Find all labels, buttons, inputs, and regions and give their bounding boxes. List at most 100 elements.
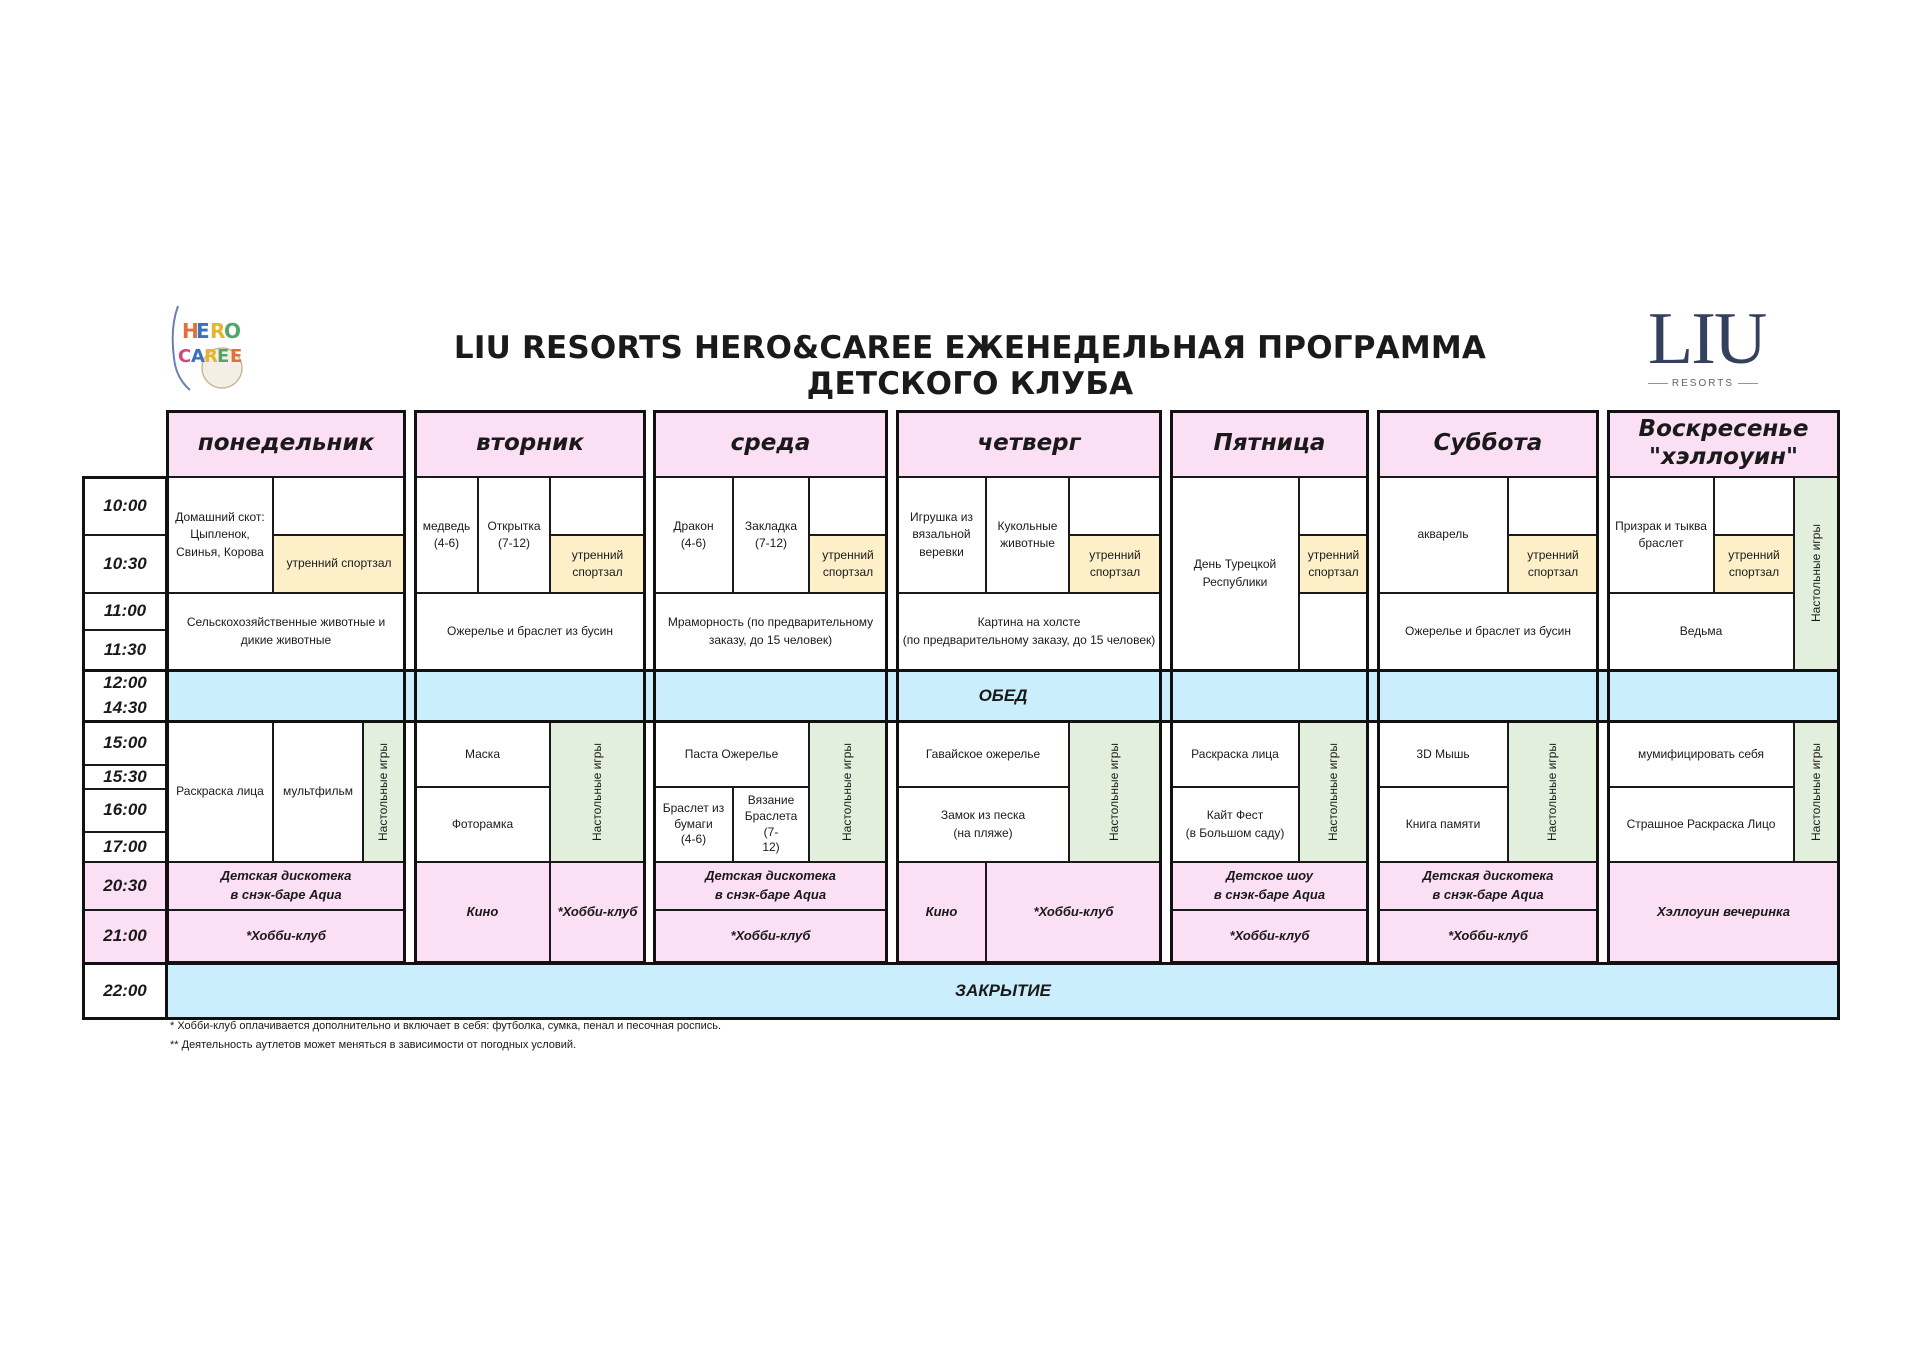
activity-cell: Ожерелье и браслет из бусин: [415, 593, 645, 670]
hobby-club-cell: *Хобби-клуб: [1171, 910, 1368, 963]
disco-cell: Детская дискотека в снэк-баре Aqua: [167, 862, 405, 910]
time-label: 14:30: [83, 696, 167, 722]
empty-cell: [1508, 477, 1598, 535]
activity-cell: День Турецкой Республики: [1171, 477, 1299, 670]
time-label: 10:30: [83, 535, 167, 593]
empty-cell: [273, 477, 405, 535]
activity-cell: Страшное Раскраска Лицо: [1608, 787, 1794, 862]
day-header-tuesday: вторник: [415, 411, 645, 477]
day-header-wednesday: среда: [654, 411, 887, 477]
divider: [1738, 383, 1758, 384]
activity-cell: Гавайское ожерелье: [897, 722, 1069, 787]
hero-caree-logo: H E R O C A R E E: [160, 298, 255, 398]
time-label: 12:00: [83, 670, 167, 696]
board-games-label: Настольные игры: [1808, 742, 1823, 841]
disco-cell: Детская дискотека в снэк-баре Aqua: [1378, 862, 1598, 910]
hobby-club-cell: *Хобби-клуб: [986, 862, 1161, 963]
morning-gym-cell: утренний спортзал: [550, 535, 645, 593]
day-header-friday: Пятница: [1171, 411, 1368, 477]
board-games-cell: Настольные игры: [1794, 722, 1839, 862]
empty-cell: [1299, 593, 1368, 670]
morning-gym-cell: утренний спортзал: [1299, 535, 1368, 593]
time-label: 21:00: [83, 910, 167, 963]
activity-cell: Книга памяти: [1378, 787, 1508, 862]
board-games-label: Настольные игры: [1325, 742, 1340, 841]
activity-cell: мультфильм: [273, 722, 363, 862]
board-games-cell: Настольные игры: [809, 722, 887, 862]
svg-text:C: C: [178, 346, 191, 367]
empty-cell: [1714, 477, 1794, 535]
svg-text:R: R: [204, 346, 218, 367]
morning-gym-cell: утренний спортзал: [1714, 535, 1794, 593]
activity-cell: мумифицировать себя: [1608, 722, 1794, 787]
morning-gym-cell: утренний спортзал: [809, 535, 887, 593]
board-games-cell: Настольные игры: [1508, 722, 1598, 862]
lunch-band: ОБЕД: [167, 670, 1839, 722]
cinema-cell: Кино: [897, 862, 986, 963]
empty-cell: [1069, 477, 1161, 535]
activity-cell: Кайт Фест (в Большом саду): [1171, 787, 1299, 862]
activity-cell: Игрушка из вязальной веревки: [897, 477, 986, 593]
board-games-cell: Настольные игры: [550, 722, 645, 862]
day-header-saturday: Суббота: [1378, 411, 1598, 477]
activity-cell: Домашний скот: Цыпленок, Свинья, Корова: [167, 477, 273, 593]
cinema-cell: Кино: [415, 862, 550, 963]
footnote: * Хобби-клуб оплачивается дополнительно …: [170, 1020, 722, 1032]
svg-text:A: A: [191, 346, 205, 367]
liu-resorts-logo: LIU RESORTS: [1648, 298, 1767, 400]
time-label: 16:00: [83, 789, 167, 832]
activity-cell: Сельскохозяйственные животные и дикие жи…: [167, 593, 405, 670]
hobby-club-cell: *Хобби-клуб: [167, 910, 405, 963]
activity-cell: Дракон (4-6): [654, 477, 733, 593]
board-games-label: Настольные игры: [1545, 742, 1560, 841]
svg-text:H: H: [182, 319, 199, 343]
hobby-club-cell: *Хобби-клуб: [550, 862, 645, 963]
divider: [1648, 383, 1668, 384]
time-label: 20:30: [83, 862, 167, 910]
board-games-cell: Настольные игры: [1794, 477, 1839, 670]
morning-gym-cell: утренний спортзал: [273, 535, 405, 593]
hobby-club-cell: *Хобби-клуб: [1378, 910, 1598, 963]
time-label: 17:00: [83, 832, 167, 862]
day-header-monday: понедельник: [167, 411, 405, 477]
liu-logo-main: LIU: [1648, 298, 1767, 380]
activity-cell: Раскраска лица: [1171, 722, 1299, 787]
kids-show-cell: Детское шоу в снэк-баре Aqua: [1171, 862, 1368, 910]
activity-cell: Мраморность (по предварительному заказу,…: [654, 593, 887, 670]
time-label: 10:00: [83, 477, 167, 535]
morning-gym-cell: утренний спортзал: [1069, 535, 1161, 593]
activity-cell: Раскраска лица: [167, 722, 273, 862]
day-header-sunday: Воскресенье "хэллоуин": [1608, 411, 1839, 477]
activity-cell: акварель: [1378, 477, 1508, 593]
empty-cell: [550, 477, 645, 535]
time-label: 15:30: [83, 765, 167, 789]
liu-logo-sub-row: RESORTS: [1648, 378, 1758, 389]
board-games-cell: Настольные игры: [1069, 722, 1161, 862]
footnote: ** Деятельность аутлетов может меняться …: [170, 1039, 577, 1051]
board-games-label: Настольные игры: [589, 742, 604, 841]
svg-text:O: O: [224, 319, 241, 343]
svg-text:E: E: [230, 346, 242, 367]
activity-cell: Маска: [415, 722, 550, 787]
board-games-label: Настольные игры: [1107, 742, 1122, 841]
hobby-club-cell: *Хобби-клуб: [654, 910, 887, 963]
activity-cell: Замок из песка (на пляже): [897, 787, 1069, 862]
activity-cell: Кукольные животные: [986, 477, 1069, 593]
empty-cell: [1299, 477, 1368, 535]
activity-cell: Ведьма: [1608, 593, 1794, 670]
time-label: 22:00: [83, 963, 167, 1019]
activity-cell: Ожерелье и браслет из бусин: [1378, 593, 1598, 670]
time-label: 11:30: [83, 630, 167, 670]
svg-text:R: R: [210, 319, 225, 343]
activity-cell: Призрак и тыква браслет: [1608, 477, 1714, 593]
time-label: 11:00: [83, 593, 167, 630]
board-games-label: Настольные игры: [840, 742, 855, 841]
empty-cell: [809, 477, 887, 535]
activity-cell: Открытка (7-12): [478, 477, 550, 593]
halloween-party-cell: Хэллоуин вечеринка: [1608, 862, 1839, 963]
board-games-cell: Настольные игры: [1299, 722, 1368, 862]
hero-caree-logo-graphic: H E R O C A R E E: [171, 305, 243, 391]
activity-cell: Фоторамка: [415, 787, 550, 862]
activity-cell: Картина на холсте (по предварительному з…: [897, 593, 1161, 670]
disco-cell: Детская дискотека в снэк-баре Aqua: [654, 862, 887, 910]
